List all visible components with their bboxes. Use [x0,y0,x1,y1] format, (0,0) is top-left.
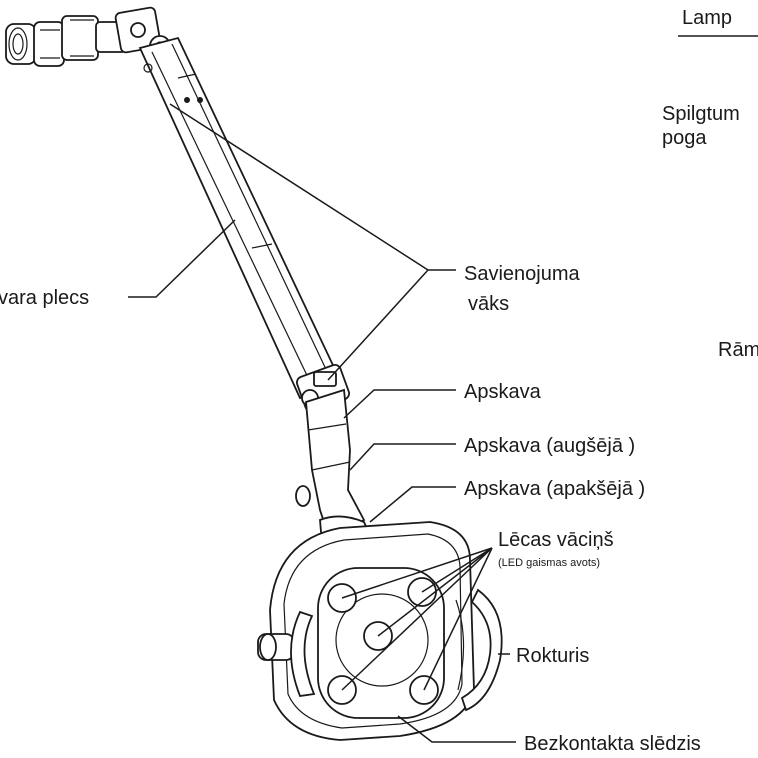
label-joint-cover-line1: Savienojuma [464,263,581,285]
label-lamp: Lamp [682,7,732,29]
label-clamp-upper: Apskava (augšējā ) [464,435,635,457]
label-clamp: Apskava [464,381,542,403]
arm-illustration [140,38,340,398]
label-handle: Rokturis [516,645,589,667]
label-brightness-line1: Spilgtum [662,103,740,125]
clamp-column-illustration [296,390,372,544]
label-lens-cap: Lēcas vāciņš [498,529,614,551]
label-arm: vara plecs [0,287,89,309]
label-joint-cover-line2: vāks [468,293,509,315]
label-contact-switch: Bezkontakta slēdzis [524,733,701,755]
label-frame: Rām [718,339,758,361]
label-brightness-line2: poga [662,127,707,149]
label-led-source: (LED gaismas avots) [498,557,600,569]
light-head-illustration [258,522,502,740]
label-clamp-lower: Apskava (apakšējā ) [464,478,645,500]
